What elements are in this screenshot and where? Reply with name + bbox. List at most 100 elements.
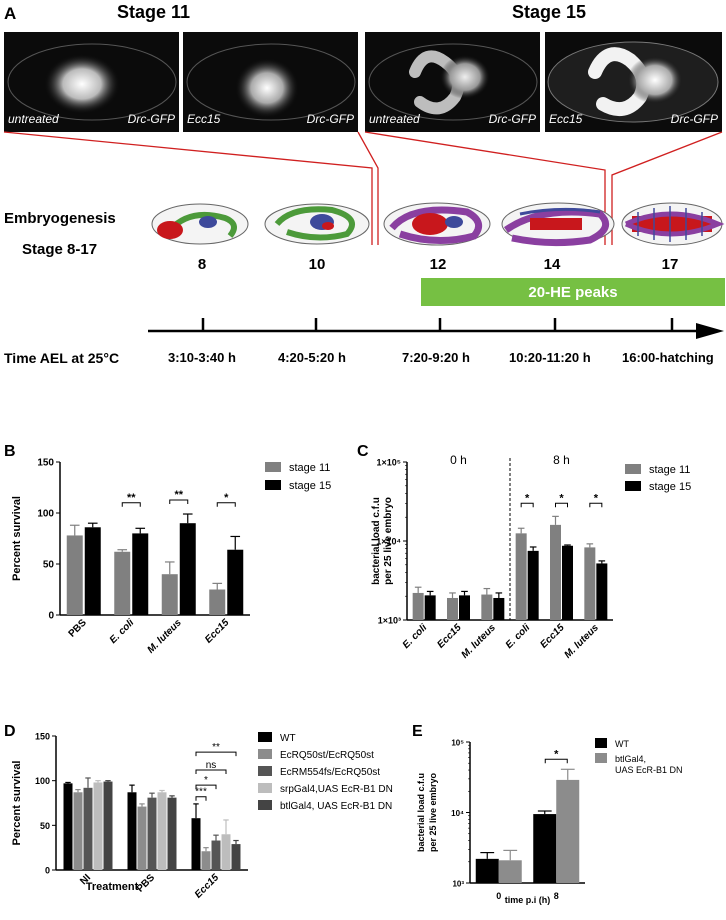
bar <box>556 779 580 883</box>
y-tick-label: 100 <box>35 776 50 786</box>
significance-bracket <box>555 502 568 508</box>
x-tick-label: PBS <box>135 872 158 895</box>
bar <box>84 527 101 615</box>
legend-swatch <box>625 481 641 491</box>
bar <box>481 594 493 620</box>
significance-bracket <box>195 796 207 801</box>
bar <box>63 783 73 870</box>
bar <box>66 535 83 615</box>
embryogenesis-title: Embryogenesis <box>4 210 116 227</box>
stage15-title: Stage 15 <box>512 2 587 22</box>
x-tick-label: E. coli <box>504 622 533 651</box>
significance-label: *** <box>195 787 207 798</box>
time-label: 3:10-3:40 h <box>168 350 236 365</box>
significance-label: * <box>554 748 559 760</box>
legend-swatch <box>625 464 641 474</box>
significance-bracket <box>195 769 227 774</box>
panel-label: C <box>357 443 369 460</box>
bar <box>209 589 226 615</box>
micrograph-stage15-ecc15: Ecc15 Drc-GFP <box>545 32 722 132</box>
significance-bracket <box>544 758 568 764</box>
bar <box>73 792 83 870</box>
y-tick-label: 50 <box>40 821 50 831</box>
bar <box>424 595 436 620</box>
bar <box>137 806 147 870</box>
bar <box>114 551 131 615</box>
bar <box>167 797 177 870</box>
20he-peaks-bar: 20-HE peaks <box>421 278 725 306</box>
y-tick-label: 50 <box>43 560 55 571</box>
stage11-title: Stage 11 <box>117 2 191 22</box>
20he-peaks-label: 20-HE peaks <box>528 283 618 301</box>
micrograph-stage11-ecc15: Ecc15 Drc-GFP <box>183 32 358 132</box>
bar <box>498 860 522 883</box>
bar <box>475 858 499 883</box>
embryogenesis-stage-range: Stage 8-17 <box>22 241 98 258</box>
bar <box>201 851 211 870</box>
x-tick-label: 0 <box>496 891 501 901</box>
legend-swatch <box>258 766 272 776</box>
micrograph-stage15-untreated: untreated Drc-GFP <box>365 32 540 132</box>
y-axis-label: per 25 live embryo <box>428 772 438 852</box>
stage-number: 14 <box>543 256 561 273</box>
legend-label: stage 15 <box>289 480 331 492</box>
significance-label: ** <box>127 492 136 504</box>
bar <box>447 597 458 620</box>
significance-bracket <box>195 751 237 757</box>
significance-bracket <box>589 502 603 508</box>
image-label-left: Ecc15 <box>549 112 583 126</box>
y-tick-label: 1×10⁴ <box>376 537 401 547</box>
significance-label: * <box>594 492 599 504</box>
y-tick-label: 150 <box>37 458 54 469</box>
legend-label: stage 11 <box>649 464 690 476</box>
y-tick-label: 1×10³ <box>378 616 401 626</box>
y-axis-label: bacterial load c.f.u <box>416 773 426 852</box>
bar <box>596 563 608 620</box>
y-axis-label: Percent survival <box>11 761 23 846</box>
embryo-stage-14 <box>501 202 615 247</box>
x-tick-label: E. coli <box>401 622 430 651</box>
legend-swatch <box>258 732 272 742</box>
x-tick-label: M. luteus <box>460 622 499 661</box>
significance-label: * <box>224 492 229 504</box>
timeline-axis <box>148 318 724 339</box>
stage-number: 12 <box>429 256 447 273</box>
bar <box>550 524 561 620</box>
legend-swatch <box>265 462 281 472</box>
x-axis-label: Treatment <box>86 881 139 893</box>
legend-label: srpGal4,UAS EcR-B1 DN <box>280 784 393 795</box>
bar <box>227 549 244 615</box>
significance-bracket <box>195 784 217 790</box>
stage-number: 8 <box>197 256 207 273</box>
legend-swatch <box>258 783 272 793</box>
legend-swatch <box>595 738 607 748</box>
image-label-right: Drc-GFP <box>306 112 354 126</box>
legend-swatch <box>258 749 272 759</box>
legend-swatch <box>265 480 281 490</box>
bar <box>93 782 103 870</box>
significance-label: * <box>525 492 530 504</box>
bar <box>562 545 573 620</box>
y-tick-label: 10⁴ <box>451 809 464 818</box>
legend-label: btlGal4, <box>615 754 646 764</box>
panel-a-label: A <box>4 4 17 23</box>
bar <box>103 781 113 870</box>
x-tick-label: Ecc15 <box>435 622 464 651</box>
significance-bracket <box>169 499 189 505</box>
embryo-stage-17 <box>621 202 725 246</box>
y-tick-label: 100 <box>37 509 54 520</box>
image-label-left: untreated <box>369 112 420 126</box>
significance-label: ns <box>206 760 217 771</box>
image-label-left: untreated <box>8 112 59 126</box>
legend-label: UAS EcR-B1 DN <box>615 765 683 775</box>
bar <box>211 840 221 870</box>
legend-label: EcRM554fs/EcRQ50st <box>280 767 380 778</box>
group-label: 8 h <box>553 453 570 467</box>
group-label: 0 h <box>450 453 467 467</box>
time-label: 4:20-5:20 h <box>278 350 346 365</box>
embryo-stage-12 <box>383 202 491 246</box>
